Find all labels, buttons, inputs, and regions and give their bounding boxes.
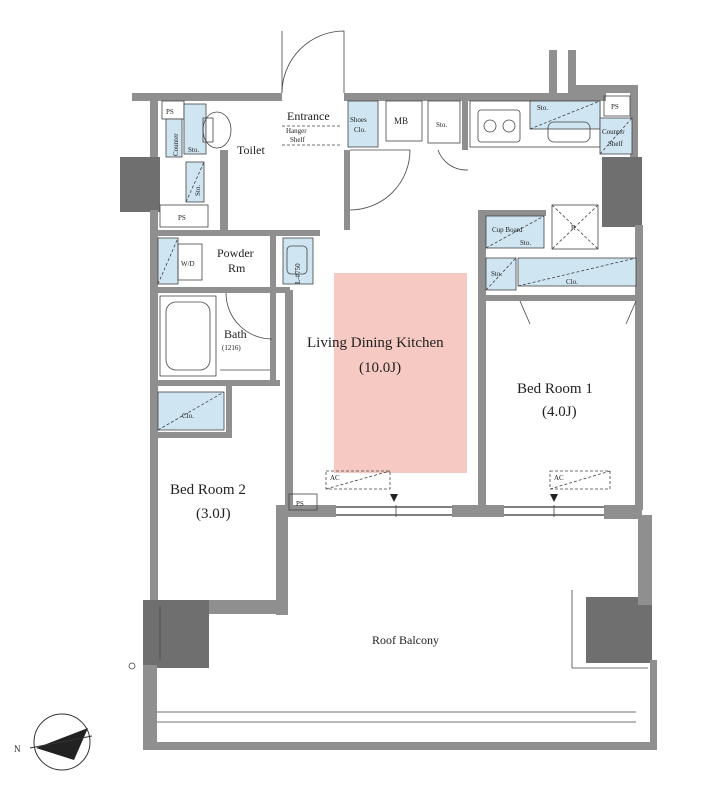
ldk-highlight (334, 273, 467, 473)
counter-left-label: Counter (172, 133, 180, 156)
bath-label: Bath (224, 327, 247, 341)
bed1-label: Bed Room 1 (517, 381, 593, 397)
ac2-label: AC (554, 474, 564, 482)
cup-sto-label: Sto. (520, 239, 531, 247)
bath-size-label: (1216) (222, 344, 241, 352)
ps-label-3: PS (611, 103, 619, 111)
counter-shelf-label-2: Shelf (608, 140, 623, 148)
sto-toilet-label: Sto. (188, 146, 199, 154)
roof-balcony: Roof Balcony (128, 590, 648, 723)
entrance-label: Entrance (287, 109, 330, 123)
sto-entrance-label: Sto. (436, 121, 447, 129)
shoes-label: Shoes (350, 116, 367, 124)
bed2-size-label: (3.0J) (196, 506, 231, 522)
lm-label: L-#750 (294, 263, 302, 284)
bedroom-2: Clo. Bed Room 2 (3.0J) PS (157, 391, 318, 522)
ldk-label: Living Dining Kitchen (307, 335, 444, 351)
ps-label-1: PS (166, 108, 174, 116)
balcony-label: Roof Balcony (372, 633, 439, 647)
top-fixtures: PS Counter Sto. Toilet Sto. PS Entrance … (159, 30, 633, 228)
bedroom-1: Sto. Clo. Bed Room 1 (4.0J) AC (485, 257, 637, 517)
counter-shelf-label-1: Counter (602, 128, 625, 136)
bed1-size-label: (4.0J) (542, 404, 577, 420)
clo-bed1-label: Clo. (566, 278, 578, 286)
wet-area: W/D Powder Rm L-#750 Bath (1216) (157, 237, 314, 377)
powder-label: Powder (217, 246, 254, 260)
sto-bed1-label: Sto. (491, 270, 502, 278)
shoes-clo-label: Clo. (354, 126, 366, 134)
wd-label: W/D (181, 260, 195, 268)
clo-bed2-label: Clo. (182, 412, 194, 420)
refrigerator-label: R (571, 224, 576, 232)
ac1-label: AC (330, 474, 340, 482)
sto-kitchen-label: Sto. (537, 104, 548, 112)
cup-board-label: Cup Board (492, 226, 523, 234)
entrance-hanger-label: Hanger (286, 127, 307, 135)
walls (120, 50, 657, 750)
compass-north-label: N (14, 744, 21, 754)
powder-rm-label: Rm (228, 261, 246, 275)
bed2-label: Bed Room 2 (170, 482, 246, 498)
ps-label-2: PS (178, 214, 186, 222)
ps-label-4: PS (296, 500, 304, 508)
mb-label: MB (394, 116, 408, 126)
ldk-size-label: (10.0J) (359, 360, 401, 376)
sto-small-label: Sto. (194, 185, 202, 196)
entrance-shelf-label: Shelf (290, 136, 305, 144)
kitchen-storage: R Cup Board Sto. (485, 204, 599, 250)
ldk-room: Living Dining Kitchen (10.0J) AC (307, 335, 452, 517)
compass-icon: N (14, 713, 93, 771)
toilet-label: Toilet (237, 143, 265, 157)
